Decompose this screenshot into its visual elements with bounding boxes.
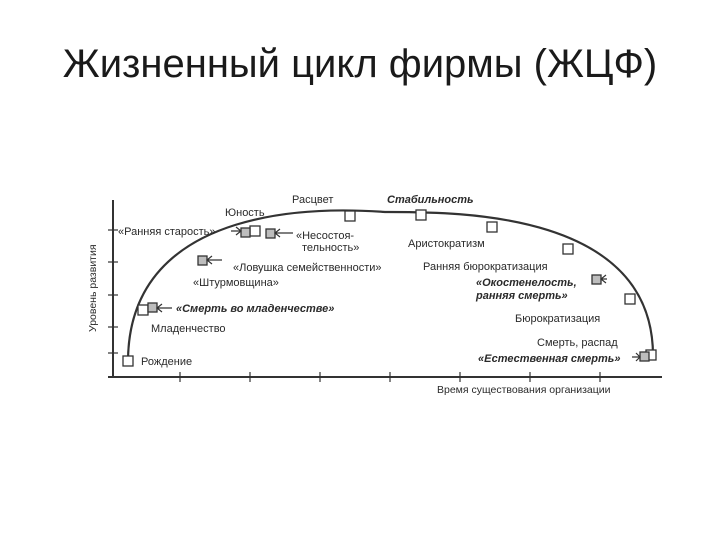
trap-label-ossify-line1: «Окостенелость, [476,277,577,289]
trap-marker-infant-death [147,302,158,313]
stage-label-birth: Рождение [141,356,192,368]
stage-label-infancy: Младенчество [151,323,226,335]
stage-markers [122,209,657,367]
y-axis-label: Уровень развития [87,244,99,332]
stage-label-bureaucracy: Бюрократизация [515,313,600,325]
stage-label-aristocracy: Аристократизм [408,238,485,250]
stage-marker-early-bureaucracy [562,243,574,255]
trap-marker-early-aging [240,227,251,238]
trap-label-natural-death: «Естественная смерть» [478,353,620,365]
stage-label-stable: Стабильность [387,194,474,206]
x-ticks [179,372,601,382]
trap-arrows [156,226,641,362]
stage-label-early-bureaucracy: Ранняя бюрократизация [423,261,548,273]
arrow-natural-death [632,352,641,362]
trap-marker-natural-death [639,351,650,362]
stage-marker-stable [415,209,427,221]
stage-marker-youth [249,225,261,237]
stage-marker-infancy [137,304,149,316]
stage-label-death: Смерть, распад [537,337,618,349]
y-ticks [108,229,118,354]
x-axis-label: Время существования организации [437,384,611,396]
stage-label-prime: Расцвет [292,194,333,206]
life-cycle-curve [126,209,655,363]
arrow-ossify [600,274,607,284]
stage-label-youth: Юность [225,207,265,219]
arrow-unsustain [274,228,293,238]
trap-label-ossify-line2: ранняя смерть» [475,290,568,302]
trap-marker-storming [197,255,208,266]
stage-marker-prime [344,210,356,222]
trap-marker-unsustain [265,228,276,239]
stage-marker-aristocracy [486,221,498,233]
stage-marker-bureaucracy [624,293,636,305]
trap-label-unsustain-line2: тельность» [302,242,359,254]
arrow-early-aging [231,226,242,236]
trap-label-unsustain-line1: «Несостоя- [296,230,354,242]
arrow-infant-death [156,303,172,313]
stage-marker-birth [122,355,134,367]
trap-label-storming: «Штурмовщина» [193,277,279,289]
trap-label-family-trap: «Ловушка семейственности» [233,262,382,274]
trap-marker-ossify [591,274,602,285]
arrow-storming [206,255,222,265]
slide-title: Жизненный цикл фирмы (ЖЦФ) [62,42,658,86]
trap-label-infant-death: «Смерть во младенчестве» [176,303,334,315]
trap-label-early-aging: «Ранняя старость» [118,226,215,238]
